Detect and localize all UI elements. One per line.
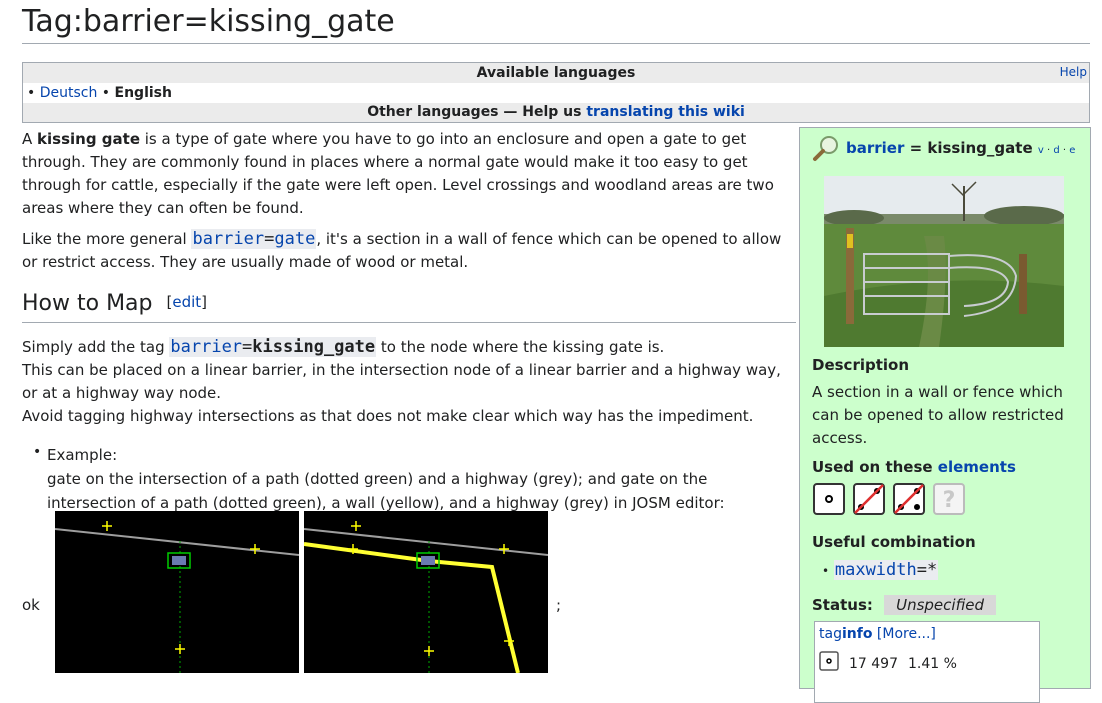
combo-key-link[interactable]: maxwidth [834,560,917,580]
infobox-title: barrier = kissing_gate v · d · e [846,139,1075,157]
way-icon-not-allowed[interactable] [853,483,885,515]
node-count-icon [819,651,839,671]
area-icon-not-allowed[interactable] [893,483,925,515]
taginfo-percent: 1.41 % [908,656,957,672]
text: Used on these [812,458,938,476]
ok-label: ok [22,596,40,614]
text: ] [201,293,208,311]
gate-icon [421,556,435,565]
bullet: • [822,564,830,578]
text: * [927,560,938,580]
tag-key-link[interactable]: barrier [192,229,265,249]
combination-item: • maxwidth=* [822,560,939,580]
useful-combination-heading: Useful combination [812,533,976,551]
taginfo-count: 17 497 [849,656,898,672]
other-languages-bar: Other languages — Help us translating th… [23,103,1089,162]
edit-template-link[interactable]: e [1069,145,1076,156]
text: Example: [47,446,118,464]
text: This can be placed on a linear barrier, … [22,361,781,402]
gate-node [416,552,440,569]
wall-line [304,542,520,673]
node-markers [102,521,260,654]
bullet: • [101,85,111,101]
text: , it's a section in a wall of fence whic… [22,230,782,271]
kissing-gate-photo[interactable] [824,176,1064,347]
template-links: v · d · e [1038,145,1076,156]
taginfo-logo-info: info [841,626,873,642]
highway-line [304,528,548,556]
languages-help-link[interactable]: Help [1059,65,1087,79]
text: · [1043,145,1054,156]
gate-icon [172,556,186,565]
language-link-deutsch[interactable]: Deutsch [39,85,98,101]
taginfo-logo-tag: tag [819,626,842,642]
tag-key-link[interactable]: barrier [170,337,243,357]
description-heading: Description [812,356,910,374]
semicolon-label: ; [556,596,562,614]
svg-text:?: ? [943,488,956,513]
status-badge: Unspecified [884,595,997,615]
page-title: Tag:barrier=kissing_gate [22,4,395,39]
heading-text: How to Map [22,291,153,316]
text: gate on the intersection of a path (dott… [47,470,725,512]
discuss-template-link[interactable]: d [1053,145,1060,156]
highway-line [55,528,299,556]
used-on-heading: Used on these elements [812,458,1016,476]
tag-code-barrier-gate: barrier=gate [191,229,317,249]
bullet: • [33,444,42,460]
intro-paragraph: A kissing gate is a type of gate where y… [22,128,796,220]
languages-list: • Deutsch • English [27,84,172,102]
text: = [904,139,928,157]
languages-header-label: Available languages [476,65,636,81]
text: = [264,229,275,249]
text: A [22,130,38,148]
taginfo-header: taginfo [More...] [819,626,936,642]
text: = [916,560,927,580]
magnifier-icon [812,134,840,162]
taginfo-more-link[interactable]: [More...] [876,626,936,642]
gate-node [167,552,191,569]
status-label: Status: [812,596,873,614]
edit-section-link[interactable]: edit [172,293,202,311]
node-markers [348,521,514,656]
bullet: • [27,85,36,101]
section-heading: How to Map [edit] [22,291,796,323]
relation-icon-unspecified[interactable]: ? [933,483,965,515]
infobox-value: kissing_gate [927,139,1033,157]
tag-value-link[interactable]: gate [274,229,316,249]
translate-wiki-link[interactable]: translating this wiki [586,104,745,120]
text: · [1059,145,1070,156]
tag-infobox: barrier = kissing_gate v · d · e Desc [799,127,1091,703]
status-row: Status: Unspecified [812,595,997,615]
language-current-english: English [114,85,172,101]
title-divider [22,43,1090,44]
elements-link[interactable]: elements [937,458,1016,476]
text: Avoid tagging highway intersections as t… [22,407,754,425]
text: = [242,337,253,357]
tag-code-kissing-gate: barrier=kissing_gate [169,337,377,357]
tag-value: kissing_gate [252,337,376,357]
languages-box: Available languages Help • Deutsch • Eng… [22,62,1090,162]
languages-header: Available languages Help [23,63,1089,83]
josm-example-image-1 [55,511,299,673]
bold-term: kissing gate [37,130,140,148]
text: to the node where the kissing gate is. [376,338,665,356]
josm-example-image-2 [304,511,548,673]
text: Simply add the tag [22,338,170,356]
text: is a type of gate where you have to go i… [22,130,774,217]
description-text: A section in a wall or fence which can b… [812,383,1064,447]
tag-code-maxwidth: maxwidth=* [833,560,939,580]
node-icon[interactable] [813,483,845,515]
text: Like the more general [22,230,192,248]
view-template-link[interactable]: v [1037,145,1044,156]
infobox-key-link[interactable]: barrier [846,139,905,157]
how-to-map-text: Simply add the tag barrier=kissing_gate … [22,336,796,428]
edit-section: [edit] [167,293,208,311]
text: [ [166,293,173,311]
other-languages-text: Other languages — Help us [367,104,587,120]
taginfo-box: taginfo [More...] 17 497 1.41 % [814,621,1040,703]
general-paragraph: Like the more general barrier=gate, it's… [22,228,796,274]
